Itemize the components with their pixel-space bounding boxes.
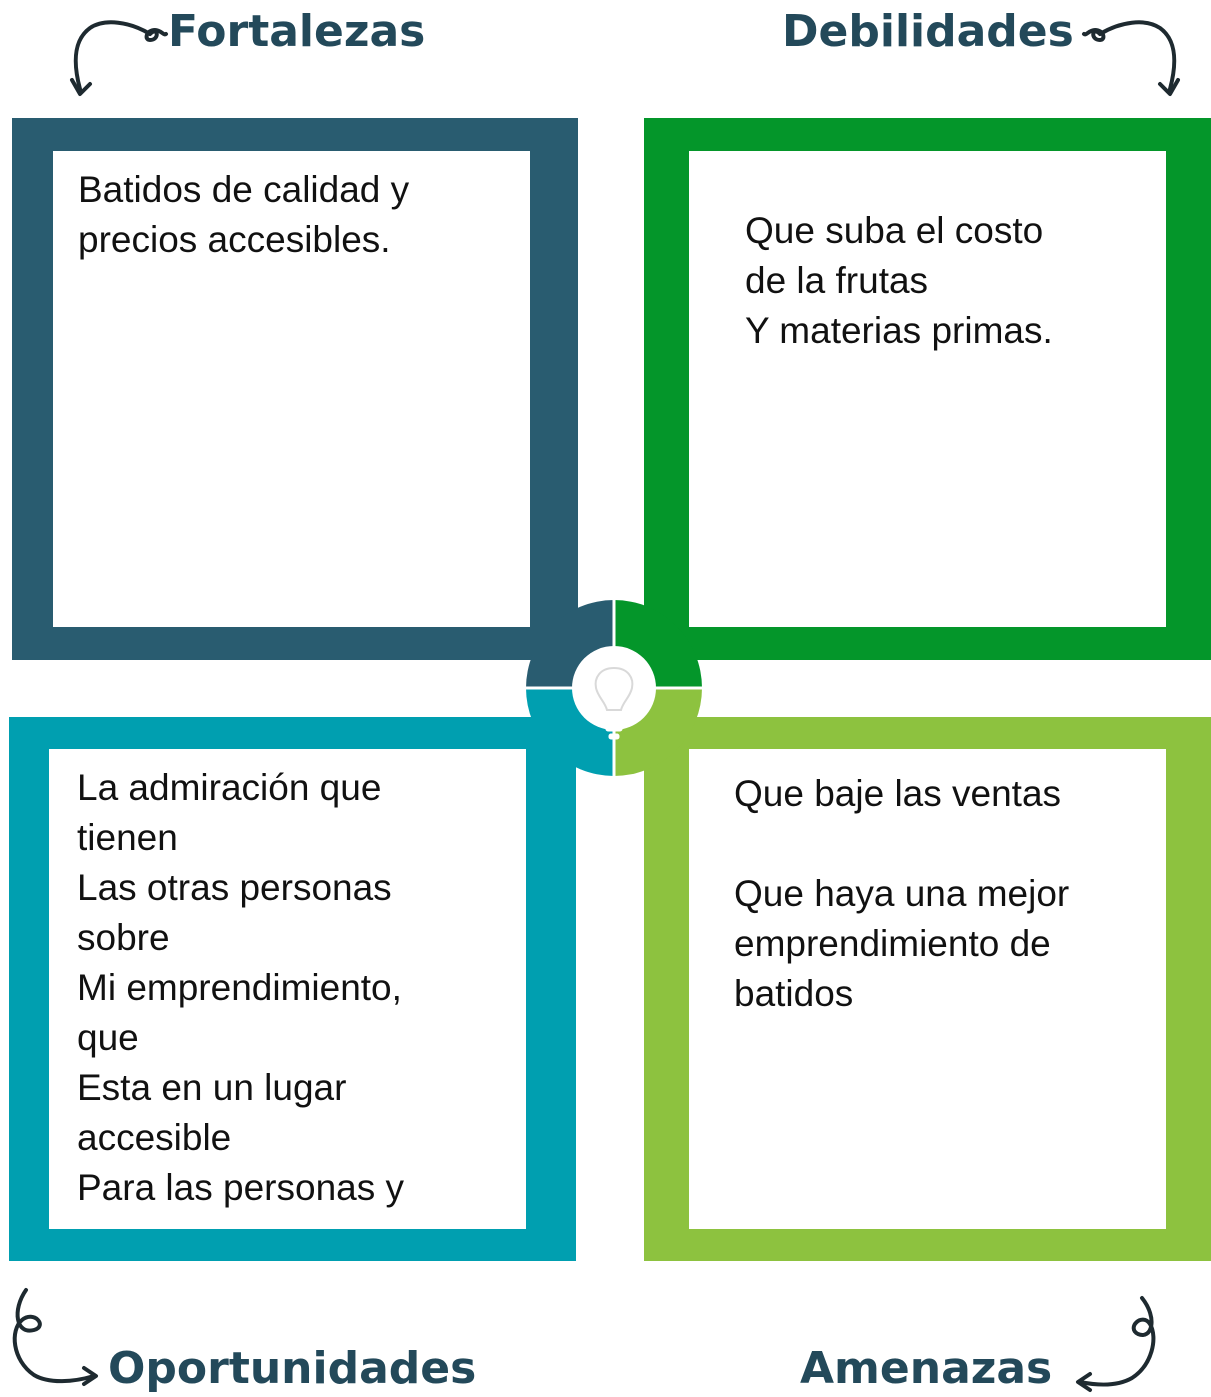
- oportunidades-text: La admiración que tienen Las otras perso…: [77, 763, 404, 1213]
- text-line: [734, 819, 1069, 869]
- debilidades-box: Que suba el costo de la frutas Y materia…: [644, 118, 1211, 660]
- debilidades-text: Que suba el costo de la frutas Y materia…: [745, 206, 1053, 356]
- text-line: que: [77, 1017, 139, 1058]
- text-line: precios accesibles.: [78, 219, 391, 260]
- curly-arrow-icon: [70, 20, 168, 96]
- text-line: batidos: [734, 973, 854, 1014]
- text-line: Que baje las ventas: [734, 773, 1062, 814]
- debilidades-title: Debilidades: [782, 6, 1074, 57]
- text-line: emprendimiento de: [734, 923, 1051, 964]
- text-line: Y materias primas.: [745, 310, 1053, 351]
- text-line: tienen: [77, 817, 178, 858]
- curly-arrow-icon: [12, 1288, 98, 1386]
- text-line: La admiración que: [77, 767, 382, 808]
- text-line: Las otras personas: [77, 867, 392, 908]
- fortalezas-title: Fortalezas: [168, 6, 426, 57]
- curly-arrow-icon: [1082, 20, 1180, 96]
- amenazas-text: Que baje las ventas Que haya una mejor e…: [734, 769, 1069, 1019]
- fortalezas-text: Batidos de calidad y precios accesibles.: [78, 165, 409, 265]
- text-line: sobre: [77, 917, 170, 958]
- curly-arrow-icon: [1076, 1296, 1156, 1392]
- text-line: Que suba el costo: [745, 210, 1044, 251]
- amenazas-title: Amenazas: [800, 1343, 1053, 1394]
- oportunidades-box: La admiración que tienen Las otras perso…: [9, 717, 576, 1261]
- amenazas-box: Que baje las ventas Que haya una mejor e…: [644, 717, 1211, 1261]
- text-line: accesible: [77, 1117, 232, 1158]
- text-line: Que haya una mejor: [734, 873, 1070, 914]
- text-line: de la frutas: [745, 260, 929, 301]
- oportunidades-title: Oportunidades: [108, 1343, 477, 1394]
- text-line: Para las personas y: [77, 1167, 405, 1208]
- text-line: Mi emprendimiento,: [77, 967, 402, 1008]
- text-line: Esta en un lugar: [77, 1067, 347, 1108]
- text-line: Batidos de calidad y: [78, 169, 410, 210]
- fortalezas-box: Batidos de calidad y precios accesibles.: [12, 118, 578, 660]
- center-hub: [520, 594, 708, 782]
